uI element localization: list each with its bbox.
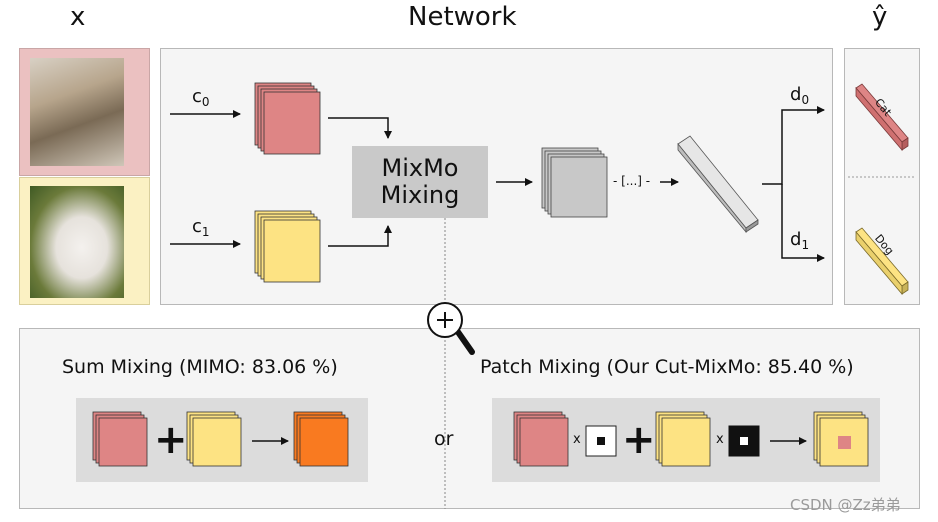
d0-label: d0 xyxy=(790,84,810,107)
white-mask-icon xyxy=(585,425,617,457)
patch-mixing-title: Patch Mixing (Our Cut-MixMo: 85.40 %) xyxy=(480,356,854,378)
patch-plus-sign: + xyxy=(622,417,656,463)
sum-plus-sign: + xyxy=(154,417,188,463)
sum-yellow-stack xyxy=(186,411,242,467)
input-header: x xyxy=(70,2,86,32)
dense-layer-bar xyxy=(677,135,759,234)
or-label: or xyxy=(434,428,454,450)
gray-feature-stack xyxy=(541,147,608,218)
c0-label: c0 xyxy=(192,86,210,109)
d1-label: d1 xyxy=(790,229,810,252)
d1-arrow xyxy=(781,184,825,262)
d0-arrow xyxy=(762,106,825,185)
dog-output-bar xyxy=(855,227,909,296)
watermark: CSDN @Zz弟弟 xyxy=(790,496,901,514)
sum-mixing-title: Sum Mixing (MIMO: 83.06 %) xyxy=(62,356,338,378)
patch-pink-stack xyxy=(513,411,569,467)
pink-feature-stack xyxy=(254,82,321,155)
sum-orange-stack xyxy=(293,411,349,467)
mixbox-line2: Mixing xyxy=(380,181,460,209)
pink-to-mix-arrow xyxy=(328,117,392,139)
patch-result-pink-patch xyxy=(838,436,851,449)
yellow-feature-stack xyxy=(254,210,321,283)
times-sign-1: x xyxy=(573,432,581,447)
black-mask-icon xyxy=(728,425,760,457)
sum-pink-stack xyxy=(92,411,148,467)
magnifier-plus-icon xyxy=(427,302,475,355)
c1-label: c1 xyxy=(192,216,210,239)
mixmo-mixing-box: MixMo Mixing xyxy=(352,146,488,218)
dog-photo xyxy=(30,186,124,298)
ellipsis-label: - [...] - xyxy=(613,174,651,188)
output-header: ŷ xyxy=(872,2,888,32)
cat-photo xyxy=(30,58,124,166)
mixbox-line1: MixMo xyxy=(381,154,459,182)
patch-yellow-stack xyxy=(655,411,711,467)
yellow-to-mix-arrow xyxy=(328,225,392,247)
cat-output-bar xyxy=(855,83,909,152)
times-sign-2: x xyxy=(716,432,724,447)
network-header: Network xyxy=(408,2,517,32)
